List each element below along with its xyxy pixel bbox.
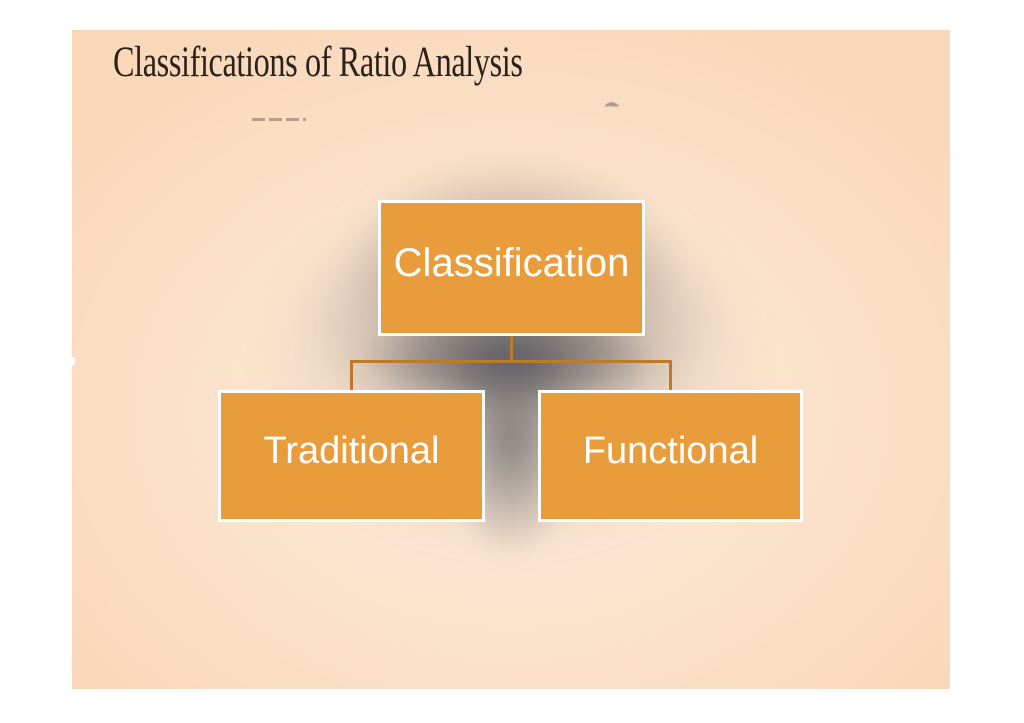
node-classification: Classification [378, 200, 645, 336]
node-functional: Functional [538, 390, 803, 522]
left-edge-notch [72, 357, 75, 366]
page-title: Classifications of Ratio Analysis [113, 38, 659, 87]
connector-left-drop [350, 360, 353, 392]
tiny-caption-smudge [252, 118, 306, 121]
node-traditional-label: Traditional [263, 429, 440, 472]
slide-canvas: Classifications of Ratio Analysis Classi… [72, 30, 950, 689]
node-classification-label: Classification [393, 240, 630, 285]
connector-root-drop [510, 334, 513, 363]
connector-right-drop [669, 360, 672, 392]
cursor-smudge-icon [604, 102, 620, 107]
node-functional-label: Functional [582, 429, 759, 472]
page-title-text: Classifications of Ratio Analysis [113, 39, 523, 86]
connector-horizontal [350, 360, 672, 363]
node-traditional: Traditional [218, 390, 485, 522]
